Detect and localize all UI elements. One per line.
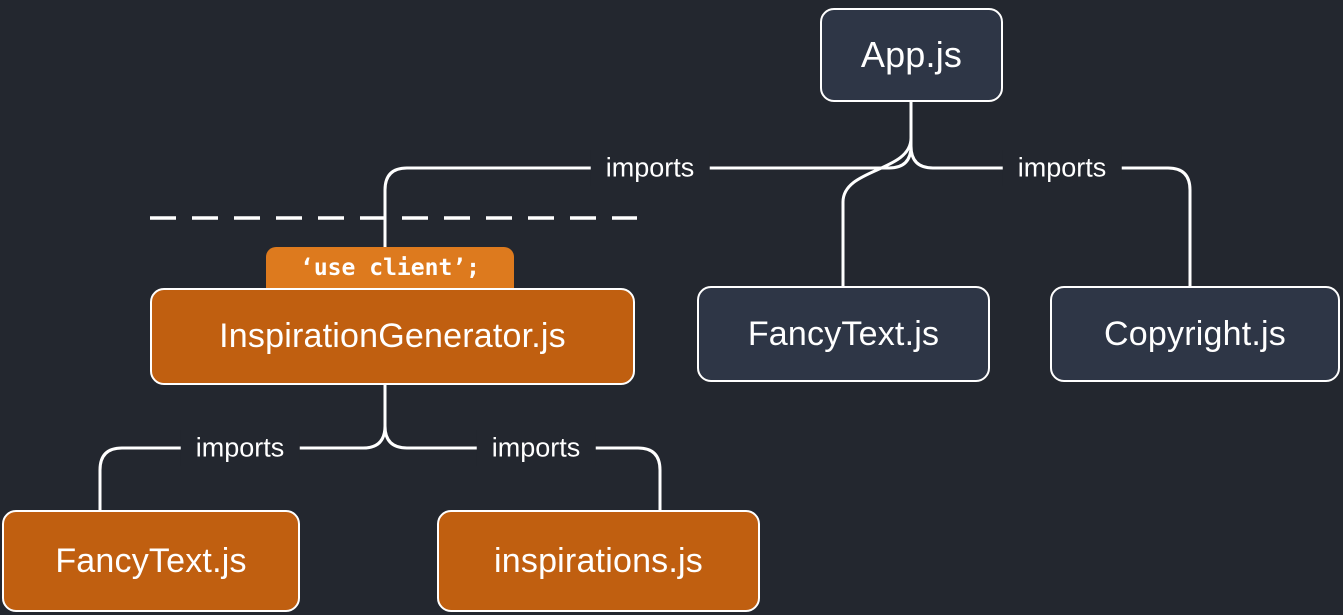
- node-inspirationgenerator-js: InspirationGenerator.js: [150, 288, 635, 385]
- edge-app-to-copyright: [909, 102, 1192, 288]
- node-inspirations-js: inspirations.js: [437, 510, 760, 612]
- edge-label-imports-app-to-inspirationgenerator: imports: [590, 149, 710, 187]
- edge-app-to-fancytext: [841, 102, 913, 288]
- node-app-js: App.js: [820, 8, 1003, 102]
- edge-label-imports-app-to-copyright: imports: [1002, 149, 1122, 187]
- node-fancytext-js-client: FancyText.js: [2, 510, 300, 612]
- edge-label-imports-ig-to-inspirations: imports: [476, 429, 596, 467]
- node-fancytext-js-server: FancyText.js: [697, 286, 990, 382]
- edge-label-imports-ig-to-fancytext: imports: [180, 429, 300, 467]
- node-copyright-js: Copyright.js: [1050, 286, 1340, 382]
